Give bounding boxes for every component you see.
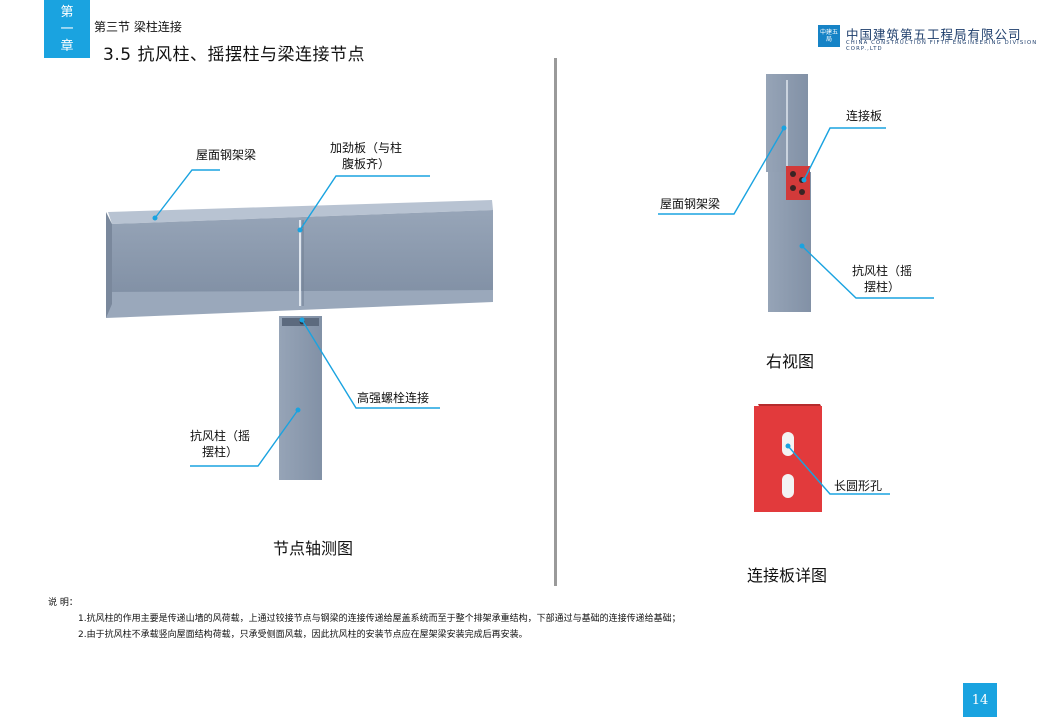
leader-stiffener [299, 175, 430, 231]
caption-plate-detail: 连接板详图 [747, 566, 828, 585]
leader-side-plate [803, 127, 886, 181]
chapter-char-2: 一 [60, 21, 74, 37]
beam-top-flange [108, 200, 493, 224]
company-logo-icon: 中建五局 [818, 25, 840, 47]
caption-iso-view: 节点轴测图 [273, 539, 354, 558]
page-number: 14 [963, 683, 997, 717]
leader-slotted-hole [787, 445, 890, 495]
leader-side-column [801, 245, 934, 299]
column-body [279, 316, 322, 480]
label-column: 抗风柱（摇 摆柱） [190, 429, 251, 459]
company-name: 中国建筑第五工程局有限公司 [846, 27, 1022, 42]
chapter-char-3: 章 [60, 38, 74, 54]
page-title: 3.5 抗风柱、摇摆柱与梁连接节点 [103, 45, 365, 65]
label-bolt: 高强螺栓连接 [357, 391, 430, 405]
notes-heading: 说 明： [48, 598, 78, 608]
leader-bolt [301, 319, 440, 409]
notes-section: 说 明： 1.抗风柱的作用主要是传递山墙的风荷载，上通过铰接节点与钢梁的连接传递… [48, 595, 681, 643]
leader-column [190, 409, 299, 467]
caption-side-view: 右视图 [766, 352, 815, 371]
notes-line-1: 1.抗风柱的作用主要是传递山墙的风荷载，上通过铰接节点与钢梁的连接传递给屋盖系统… [78, 614, 681, 624]
iso-roof-beam [106, 200, 493, 318]
slotted-hole-lower [782, 474, 794, 498]
side-view-drawing [766, 74, 811, 312]
notes-line-2: 2.由于抗风柱不承载竖向屋面结构荷载，只承受侧面风载，因此抗风柱的安装节点应在屋… [78, 630, 528, 640]
leader-roof-beam [154, 169, 220, 219]
iso-column [279, 316, 322, 480]
label-side-plate: 连接板 [846, 109, 883, 123]
vertical-divider [554, 58, 557, 586]
label-stiffener: 加劲板（与柱 腹板齐） [330, 141, 403, 171]
chapter-char-1: 第 [60, 4, 74, 20]
label-side-beam: 屋面钢架梁 [660, 197, 721, 211]
chapter-tab: 第 一 章 [44, 0, 90, 58]
plate-detail-drawing [754, 404, 822, 512]
leader-side-beam [658, 127, 785, 215]
side-connection-plate [786, 166, 810, 200]
label-roof-beam: 屋面钢架梁 [196, 148, 257, 162]
label-slotted-hole: 长圆形孔 [834, 479, 883, 493]
company-name-en: CHINA CONSTRUCTION FIFTH ENGINEERING DIV… [846, 40, 1038, 52]
label-side-column: 抗风柱（摇 摆柱） [852, 264, 913, 294]
section-label: 第三节 梁柱连接 [94, 20, 182, 34]
